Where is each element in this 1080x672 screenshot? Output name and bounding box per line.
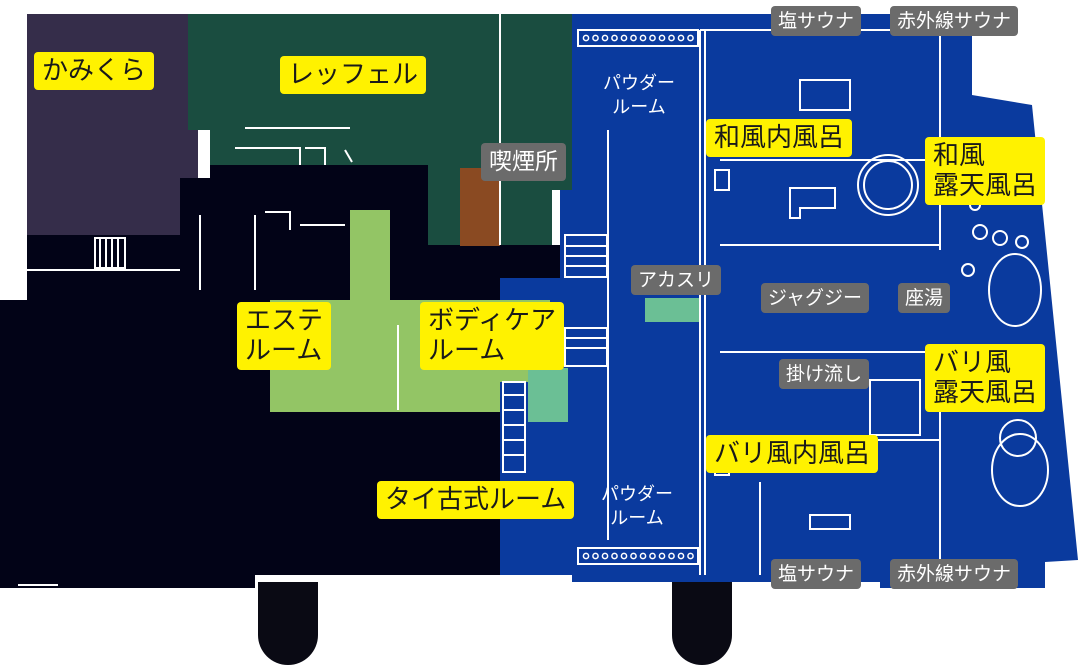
label-bali-rotenburo: バリ風 露天風呂 [925, 344, 1046, 412]
powder-dot [649, 552, 656, 560]
label-body-care: ボディケア ルーム [420, 302, 565, 370]
powder-dot [611, 34, 618, 42]
powder-dot [630, 34, 637, 42]
powder-dot [639, 34, 647, 42]
powder-dot [611, 552, 618, 560]
powder-dot [630, 552, 637, 560]
label-sekigaisen-sauna-bottom: 赤外線サウナ [890, 559, 1019, 589]
label-wafu-rotenburo: 和風 露天風呂 [925, 137, 1046, 205]
powder-dot [582, 552, 590, 560]
powder-dot [620, 552, 628, 560]
label-esthe: エステ ルーム [237, 302, 332, 370]
pillar-left [258, 582, 318, 665]
powder-dot [677, 34, 685, 42]
label-kamikura: かみくら [34, 52, 155, 90]
label-akasuri: アカスリ [631, 265, 722, 295]
powder-dot [592, 552, 599, 560]
label-shio-sauna-top: 塩サウナ [771, 6, 862, 36]
label-thai-room: タイ古式ルーム [377, 481, 575, 519]
powder-dot [687, 34, 694, 42]
kamikura-area [27, 14, 198, 235]
powder-dot [601, 552, 609, 560]
label-reffel: レッフェル [280, 56, 427, 94]
thai-entrance-floor [528, 368, 568, 422]
powder-dot [668, 34, 675, 42]
powder-dot [687, 552, 694, 560]
pillar-right [672, 582, 732, 665]
label-jacuzzi: ジャグジー [761, 283, 870, 313]
interior-walls [18, 14, 501, 586]
label-smoking: 喫煙所 [481, 143, 566, 181]
smoking-door [460, 168, 500, 246]
label-kakenagashi: 掛け流し [779, 359, 870, 389]
label-wafu-uchiburo: 和風内風呂 [706, 119, 853, 157]
akasuri-floor [645, 298, 700, 322]
powder-dot [658, 34, 666, 42]
powder-dot [639, 552, 647, 560]
label-sekigaisen-sauna-top: 赤外線サウナ [890, 6, 1019, 36]
powder-dot [620, 34, 628, 42]
powder-dot [677, 552, 685, 560]
powder-dot [582, 34, 590, 42]
powder-dot [668, 552, 675, 560]
label-powder-top: パウダー ルーム [603, 73, 675, 118]
powder-dot [601, 34, 609, 42]
label-zayu: 座湯 [898, 283, 951, 313]
powder-dot [592, 34, 599, 42]
label-shio-sauna-bottom: 塩サウナ [771, 559, 862, 589]
powder-dot [649, 34, 656, 42]
stairs [94, 234, 608, 473]
powder-dot [658, 552, 666, 560]
label-bali-uchiburo: バリ風内風呂 [706, 435, 879, 473]
label-powder-bottom: パウダー ルーム [601, 484, 673, 529]
